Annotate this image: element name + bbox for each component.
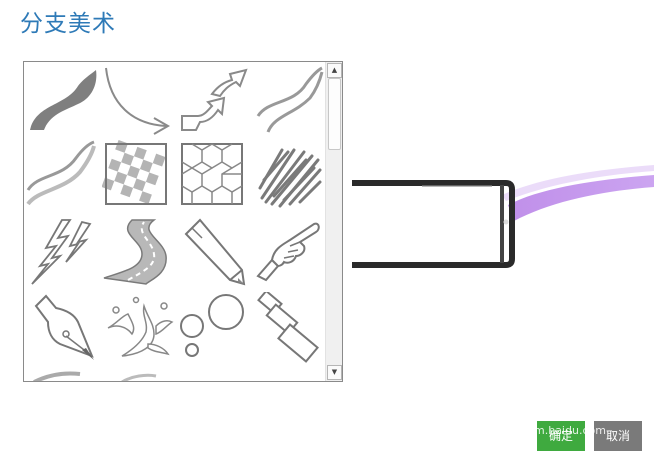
splash-icon <box>107 296 174 357</box>
double-stroke-icon <box>256 66 324 133</box>
gallery-item-zigzag-arrows[interactable] <box>178 64 250 136</box>
hexagon-tile-icon <box>181 143 243 205</box>
branch-preview-graphic <box>352 165 654 268</box>
scroll-up-button[interactable]: ▲ <box>327 63 342 78</box>
gallery-item-rectangles[interactable] <box>254 292 326 364</box>
gallery-item-hexagon-tile[interactable] <box>178 140 250 212</box>
pencil-icon <box>184 218 246 286</box>
gallery-item-splash[interactable] <box>102 292 174 364</box>
partial-stroke-icon <box>121 373 157 381</box>
zigzag-arrows-icon <box>181 68 248 131</box>
scroll-down-button[interactable]: ▼ <box>327 365 342 380</box>
gallery-item-brush-stroke[interactable] <box>26 64 98 136</box>
pen-nib-icon <box>34 294 94 360</box>
branch-preview <box>352 165 654 275</box>
gallery-item-road[interactable] <box>102 216 174 288</box>
watermark: m.baidu.com <box>534 424 606 437</box>
gallery-item-double-stroke[interactable] <box>254 64 326 136</box>
gallery-item-lightning[interactable] <box>26 216 98 288</box>
circles-icon <box>180 294 244 357</box>
brush-stroke-icon <box>30 70 97 130</box>
partial-stroke-icon <box>33 371 81 381</box>
gallery-item-curved-arrow[interactable] <box>102 64 174 136</box>
gallery-item-partial-1[interactable] <box>26 368 98 381</box>
gallery-scrollbar[interactable]: ▲ ▼ <box>325 62 342 381</box>
dialog-title: 分支美术 <box>20 11 116 37</box>
gallery-item-pen-nib[interactable] <box>26 292 98 364</box>
rectangles-icon <box>257 292 319 363</box>
gallery-grid <box>24 62 326 381</box>
scroll-thumb[interactable] <box>328 78 341 150</box>
gallery-item-ribbon-stroke[interactable] <box>26 140 98 212</box>
gallery-item-pencil[interactable] <box>178 216 250 288</box>
scribble-icon <box>258 148 322 208</box>
pointing-hand-icon <box>256 222 320 282</box>
gallery-item-checker-tile[interactable] <box>102 140 174 212</box>
gallery-item-scribble[interactable] <box>254 140 326 212</box>
road-icon <box>103 219 167 285</box>
ok-button[interactable]: 确定 <box>537 421 585 451</box>
branch-art-gallery[interactable]: ▲ ▼ <box>23 61 343 382</box>
curved-arrow-icon <box>105 67 171 135</box>
lightning-icon <box>31 219 92 285</box>
checker-tile-icon <box>102 140 167 205</box>
gallery-item-partial-2[interactable] <box>102 368 174 381</box>
gallery-item-circles[interactable] <box>178 292 250 364</box>
gallery-item-pointing-hand[interactable] <box>254 216 326 288</box>
cancel-button[interactable]: 取消 <box>594 421 642 451</box>
ribbon-stroke-icon <box>26 140 96 206</box>
